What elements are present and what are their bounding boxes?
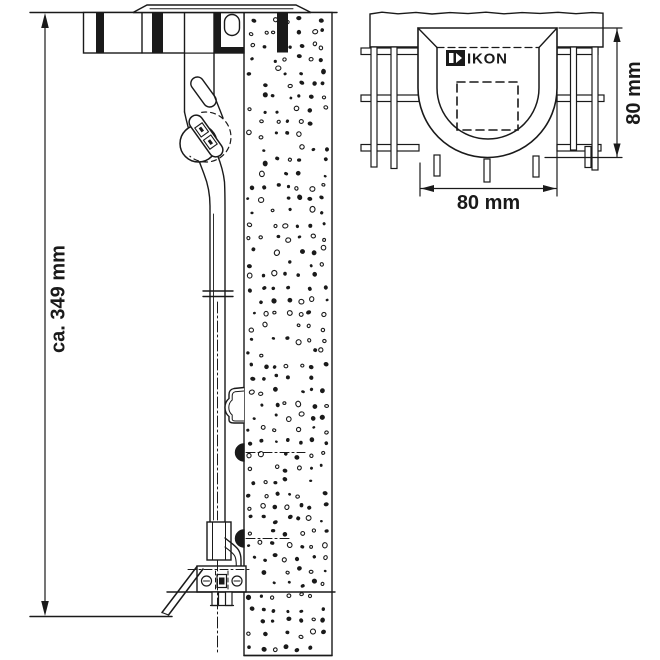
depth-dimension: 80 mm <box>544 27 645 159</box>
rod-guide-clip <box>224 386 245 424</box>
gasket-strip <box>213 47 244 53</box>
arrow-down-icon <box>613 143 621 157</box>
arrow-left-icon <box>421 185 434 192</box>
cylinder-lock <box>179 111 232 163</box>
ikon-logo-text: IKON <box>467 51 508 68</box>
lock-cover: IKON <box>417 27 558 159</box>
height-dimension: ca. 349 mm <box>41 13 70 616</box>
rod-hook <box>224 537 242 567</box>
width-dimension-label: 80 mm <box>457 192 520 214</box>
frame-slot <box>223 13 241 37</box>
wall-section <box>243 11 333 657</box>
frame-profile <box>82 11 288 54</box>
ikon-logo-mark <box>446 50 465 66</box>
arrow-down-icon <box>41 601 49 616</box>
arrow-up-icon <box>41 13 49 28</box>
gasket-bar <box>214 13 221 53</box>
support-arm <box>161 565 204 616</box>
gasket-bar <box>152 13 163 53</box>
gasket-bar <box>96 13 104 53</box>
side-view: ca. 349 mm <box>29 4 338 657</box>
top-view: IKON 80 mm 80 mm <box>360 11 645 214</box>
rod-slot <box>190 76 217 108</box>
height-dimension-label: ca. 349 mm <box>48 245 70 353</box>
drive-rod <box>183 12 234 541</box>
anchor-bolt-upper <box>234 443 306 462</box>
arrow-up-icon <box>613 29 621 42</box>
floor-bracket <box>166 565 336 607</box>
width-dimension: 80 mm <box>419 91 558 214</box>
anchor-bolt-lower <box>234 529 292 548</box>
rod-break-marks <box>202 290 234 298</box>
bracket-foot <box>224 591 233 607</box>
ikon-logo: IKON <box>446 50 508 68</box>
arrow-right-icon <box>543 185 556 192</box>
dashed-opening <box>456 81 519 131</box>
gasket-bar <box>277 13 288 53</box>
stipple-pattern <box>245 15 330 653</box>
push-knob-cap <box>132 4 312 14</box>
depth-dimension-label: 80 mm <box>623 61 645 124</box>
rod-bottom-sleeve <box>206 521 232 561</box>
